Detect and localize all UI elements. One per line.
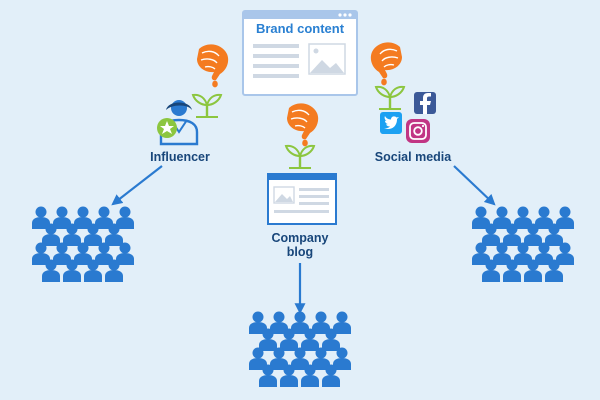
company-blog-label-line-1: Company xyxy=(271,231,329,245)
brand-content-title: Brand content xyxy=(255,21,345,36)
right-hand-seed-icon xyxy=(370,41,403,87)
star-badge-icon xyxy=(157,118,177,138)
blog-sprout-icon xyxy=(284,144,316,170)
instagram-icon xyxy=(406,119,430,143)
social-media-label: Social media xyxy=(374,150,452,164)
audience-person-icon xyxy=(333,311,351,334)
twitter-icon xyxy=(380,112,402,134)
social-arrow-icon xyxy=(453,165,496,206)
blog-audience-group-icon xyxy=(249,311,351,387)
browser-window-icon xyxy=(267,173,337,225)
social-audience-group-icon xyxy=(472,206,574,282)
company-blog-label-line-2: blog xyxy=(286,245,314,259)
company-blog-label: Company blog xyxy=(250,231,350,259)
influencer-audience-group-icon xyxy=(32,206,134,282)
left-hand-seed-icon xyxy=(196,43,229,89)
brand-content-window xyxy=(242,10,358,96)
audience-person-icon xyxy=(116,206,134,229)
facebook-icon xyxy=(414,92,436,114)
influencer-arrow-icon xyxy=(111,165,163,206)
center-hand-seed-icon xyxy=(286,102,319,148)
audience-person-icon xyxy=(556,206,574,229)
social-sprout-icon xyxy=(374,85,406,111)
influencer-sprout-icon xyxy=(191,93,223,119)
influencer-label: Influencer xyxy=(150,150,210,164)
